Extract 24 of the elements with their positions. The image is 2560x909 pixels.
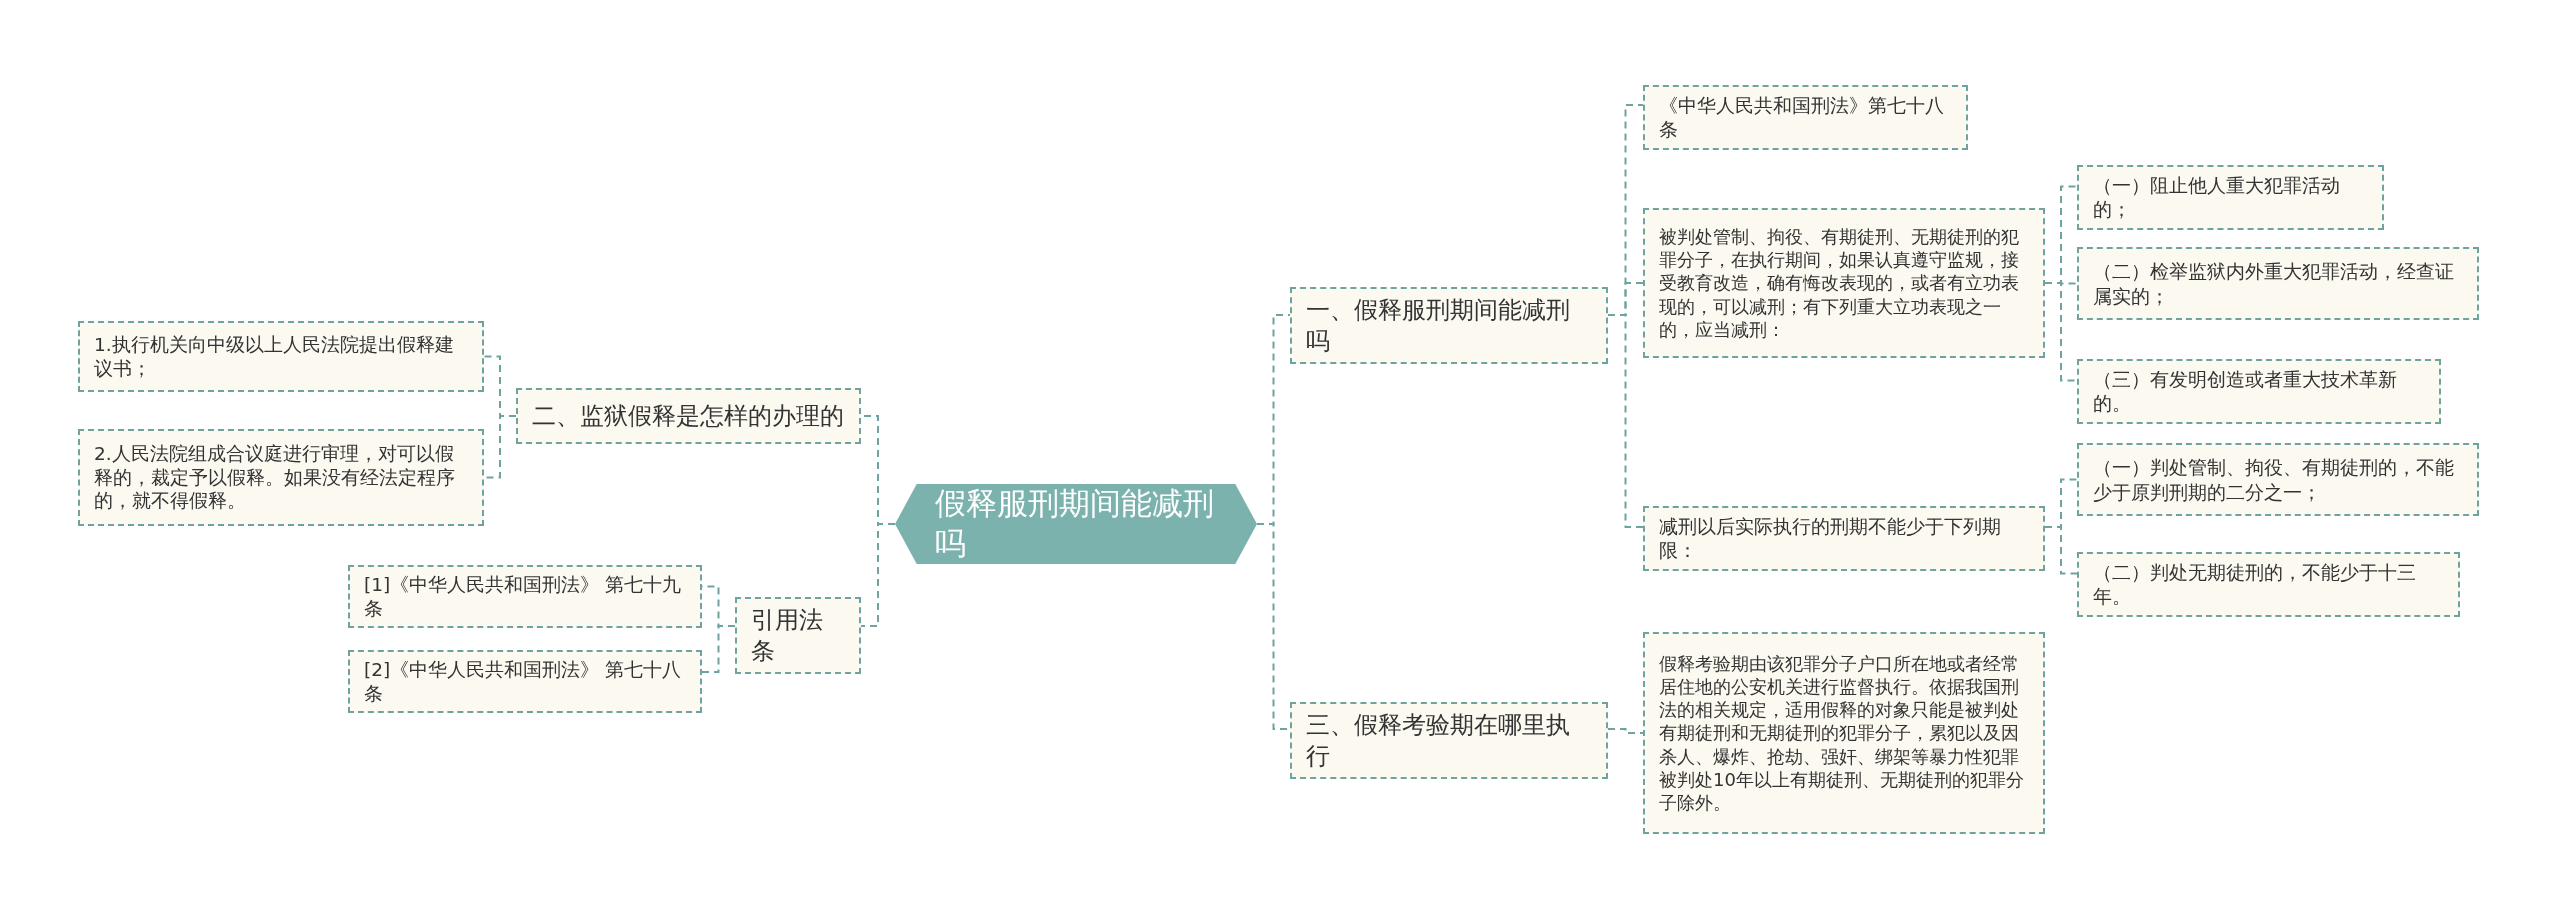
subtopic-box: （二）检举监狱内外重大犯罪活动，经查证属实的； — [2077, 247, 2479, 320]
connector-line — [1607, 314, 1644, 528]
subtopic-box: 《中华人民共和国刑法》第七十八条 — [1643, 85, 1968, 150]
topic-box: 一、假释服刑期间能减刑吗 — [1290, 287, 1608, 365]
connector-line — [701, 625, 736, 673]
subtopic-box: [2]《中华人民共和国刑法》 第七十八条 — [348, 650, 702, 714]
topic-box: 三、假释考验期在哪里执行 — [1290, 702, 1608, 780]
subtopic-box: [1]《中华人民共和国刑法》 第七十九条 — [348, 565, 702, 629]
connector-line — [2044, 282, 2078, 382]
central-topic-hexagon: 假释服刑期间能减刑吗 — [895, 484, 1257, 564]
subtopic-box: 1.执行机关向中级以上人民法院提出假释建议书； — [78, 321, 484, 392]
connector-line — [1607, 728, 1644, 734]
subtopic-box: 2.人民法院组成合议庭进行审理，对可以假释的，裁定予以假释。如果没有经法定程序的，就不得假释。 — [78, 429, 484, 526]
subtopic-box: （二）判处无期徒刑的，不能少于十三年。 — [2077, 552, 2460, 617]
topic-box: 二、监狱假释是怎样的办理的 — [516, 388, 861, 444]
connector-line — [860, 523, 896, 627]
subtopic-box: （三）有发明创造或者重大技术革新的。 — [2077, 359, 2441, 424]
subtopic-box: 减刑以后实际执行的刑期不能少于下列期限： — [1643, 506, 2045, 571]
connector-line — [2044, 526, 2078, 575]
subtopic-box: 假释考验期由该犯罪分子户口所在地或者经常居住地的公安机关进行监督执行。依据我国刑法的相关规定，适用假释的对象只能是被判处有期徒刑和无期徒刑的犯罪分子，累犯以及因杀人、爆炸、抢劫、强奸、绑架等暴力性犯罪被判处10年以上有期徒刑、无期徒刑的犯罪分子除外。 — [1643, 632, 2045, 834]
topic-box: 引用法条 — [735, 597, 861, 675]
subtopic-box: （一）阻止他人重大犯罪活动的； — [2077, 165, 2384, 230]
subtopic-box: 被判处管制、拘役、有期徒刑、无期徒刑的犯罪分子，在执行期间，如果认真遵守监规，接受教育改造，确有悔改表现的，或者有立功表现的，可以减刑；有下列重大立功表现之一的，应当减刑： — [1643, 208, 2045, 358]
subtopic-box: （一）判处管制、拘役、有期徒刑的，不能少于原判刑期的二分之一； — [2077, 443, 2479, 516]
